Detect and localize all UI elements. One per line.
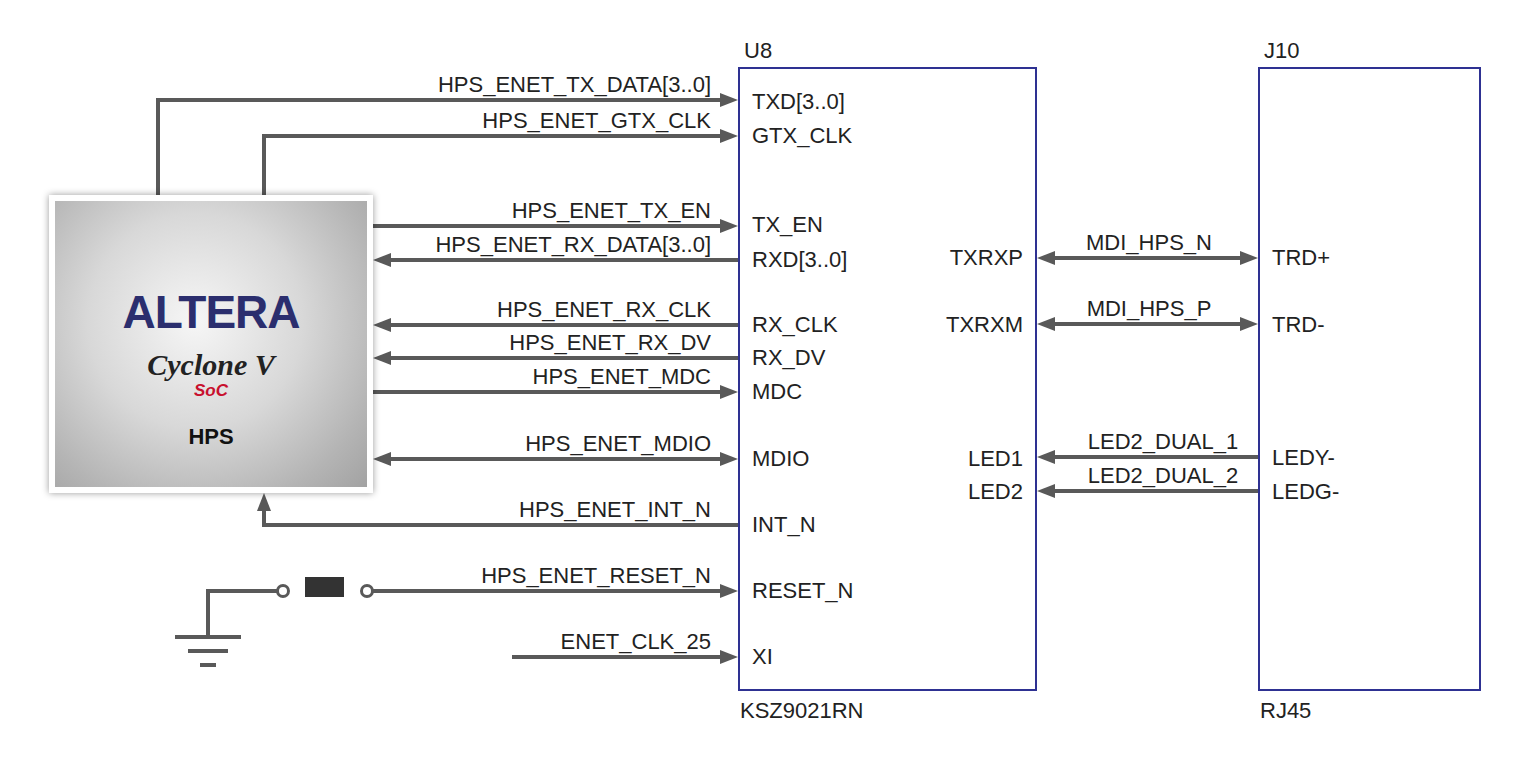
- signal-wire: [383, 356, 738, 360]
- ground-symbol: [175, 591, 278, 665]
- signal-wire: [1047, 489, 1258, 493]
- signal-wire: [264, 136, 728, 195]
- pin-label: TX_EN: [752, 213, 823, 237]
- pin-label: TXD[3..0]: [752, 90, 845, 114]
- part-number: RJ45: [1260, 699, 1311, 723]
- pin-label: RESET_N: [752, 579, 853, 603]
- pin-label: RXD[3..0]: [752, 248, 847, 272]
- pin-label: MDC: [752, 380, 802, 404]
- family-tag: SoC: [55, 381, 367, 401]
- signal-label: MDI_HPS_N: [1084, 231, 1214, 255]
- pin-label: RX_CLK: [752, 313, 838, 337]
- signal-wire: [383, 258, 738, 262]
- reset-wire: [373, 589, 728, 593]
- signal-label: LED2_DUAL_2: [1086, 464, 1240, 488]
- signal-wire: [383, 457, 728, 461]
- signal-label: HPS_ENET_INT_N: [517, 498, 713, 522]
- part-number: KSZ9021RN: [740, 699, 864, 723]
- signal-wire: [1047, 256, 1248, 260]
- signal-wire: [158, 100, 728, 195]
- pin-label: LED2: [968, 480, 1023, 504]
- pin-label: TRD+: [1272, 246, 1330, 270]
- clock-wire: [512, 655, 728, 659]
- brand-logo: ALTERA: [55, 287, 367, 337]
- signal-label: ENET_CLK_25: [559, 630, 713, 654]
- pin-label: LED1: [968, 447, 1023, 471]
- signal-label: HPS_ENET_MDIO: [523, 432, 713, 456]
- signal-wire: [1047, 322, 1248, 326]
- pin-label: LEDY-: [1272, 446, 1335, 470]
- block-name: HPS: [55, 424, 367, 450]
- part-ref: U8: [744, 39, 772, 63]
- signal-wire: [373, 224, 728, 228]
- signal-label: HPS_ENET_RX_DV: [507, 331, 713, 355]
- signal-label: HPS_ENET_MDC: [531, 365, 713, 389]
- pin-label: GTX_CLK: [752, 124, 852, 148]
- signal-wire: [1047, 455, 1258, 459]
- pin-label: TXRXM: [946, 313, 1023, 337]
- soc-chip: ALTERA Cyclone VSoC HPS: [49, 195, 373, 493]
- signal-label: HPS_ENET_TX_EN: [510, 199, 713, 223]
- push-button-symbol: [278, 577, 373, 597]
- pin-label: TXRXP: [950, 246, 1023, 270]
- signal-wire: [373, 390, 728, 394]
- pin-label: LEDG-: [1272, 480, 1339, 504]
- signal-label: HPS_ENET_RX_CLK: [495, 298, 713, 322]
- signal-label: HPS_ENET_GTX_CLK: [480, 109, 713, 133]
- signal-label: HPS_ENET_RX_DATA[3..0]: [433, 233, 713, 257]
- rj45-connector-box: J10TRD+TRD-LEDY-LEDG-RJ45: [1258, 67, 1481, 691]
- signal-wire: [383, 323, 738, 327]
- family-name: Cyclone V: [55, 349, 367, 381]
- part-ref: J10: [1264, 39, 1299, 63]
- signal-label: HPS_ENET_RESET_N: [479, 564, 713, 588]
- signal-label: LED2_DUAL_1: [1086, 430, 1240, 454]
- pin-label: TRD-: [1272, 313, 1325, 337]
- signal-label: MDI_HPS_P: [1085, 297, 1214, 321]
- pin-label: INT_N: [752, 513, 816, 537]
- pin-label: MDIO: [752, 447, 809, 471]
- pin-label: RX_DV: [752, 346, 825, 370]
- pin-label: XI: [752, 645, 773, 669]
- phy-chip-box: U8TXD[3..0]GTX_CLKTX_ENRXD[3..0]RX_CLKRX…: [738, 67, 1037, 691]
- signal-label: HPS_ENET_TX_DATA[3..0]: [436, 73, 713, 97]
